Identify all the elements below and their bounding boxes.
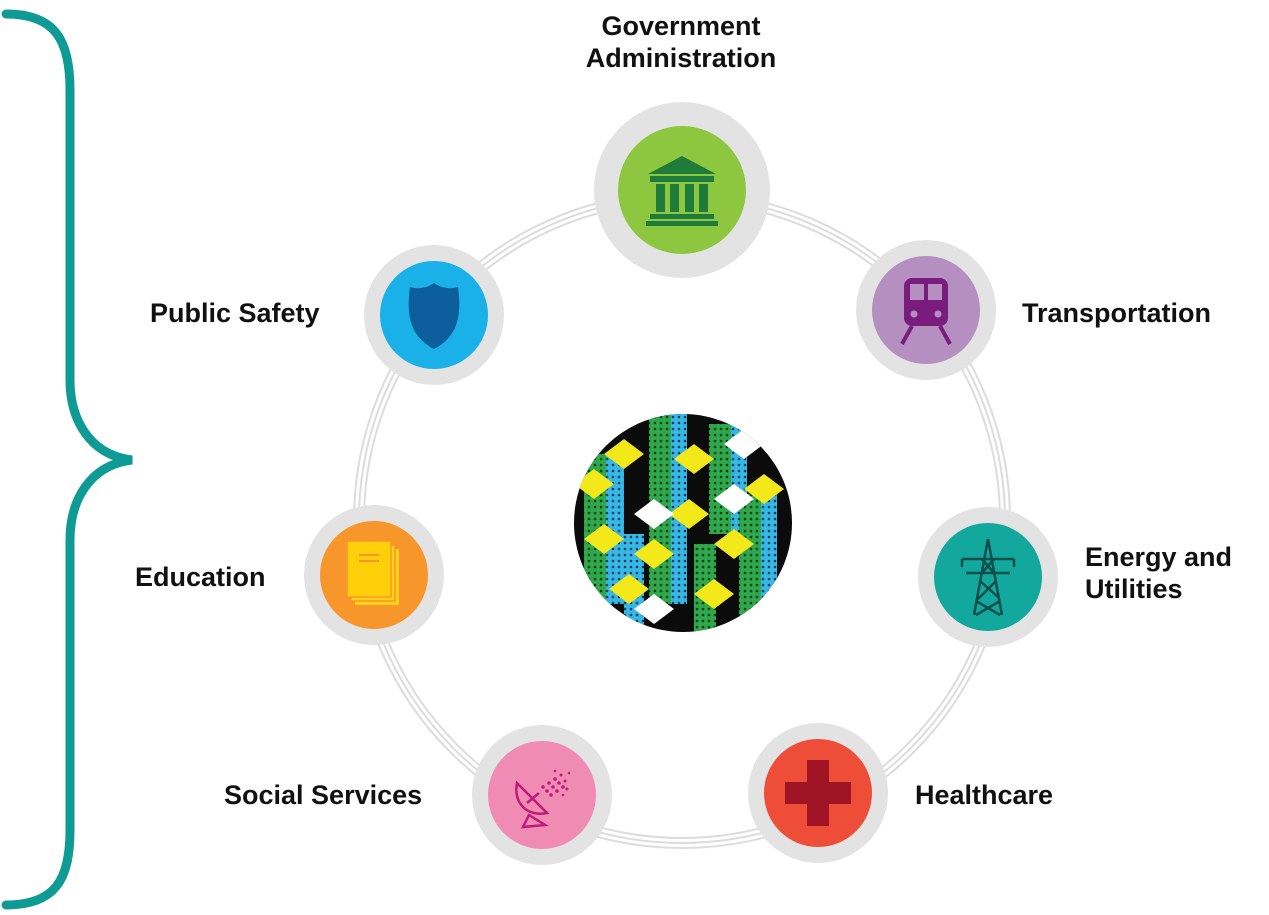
label-social-services: Social Services — [224, 780, 423, 810]
power-tower-icon — [960, 538, 1016, 617]
node-social-services — [472, 725, 612, 865]
social-services-circle — [488, 741, 596, 849]
label-education: Education — [135, 562, 266, 592]
node-public-safety — [364, 245, 504, 385]
label-public-safety: Public Safety — [150, 298, 320, 328]
node-transportation — [856, 240, 996, 380]
city-pattern-icon — [574, 414, 792, 632]
curly-brace-icon — [1, 9, 133, 910]
center-city-graphic — [574, 414, 792, 632]
label-transportation: Transportation — [1022, 298, 1212, 328]
label-energy-line2: Utilities — [1085, 574, 1183, 604]
healthcare-circle — [764, 739, 872, 847]
label-energy: Energy and Utilities — [1085, 541, 1232, 605]
satellite-dish-icon — [515, 769, 571, 829]
label-government-line1: Government — [601, 11, 761, 41]
node-government — [594, 102, 770, 278]
education-circle — [320, 521, 428, 629]
police-badge-icon — [408, 283, 460, 349]
node-energy — [918, 507, 1058, 647]
node-education — [304, 505, 444, 645]
government-building-icon — [646, 156, 718, 226]
public-safety-circle — [380, 261, 488, 369]
books-icon — [346, 540, 399, 605]
label-healthcare: Healthcare — [915, 780, 1054, 810]
transportation-circle — [872, 256, 980, 364]
train-icon — [900, 278, 952, 345]
medical-cross-icon — [785, 760, 851, 826]
label-government: Government Administration — [585, 10, 777, 74]
government-circle — [618, 126, 746, 254]
node-healthcare — [748, 723, 888, 863]
label-energy-line1: Energy and — [1085, 542, 1233, 572]
label-government-line2: Administration — [585, 43, 777, 73]
energy-circle — [934, 523, 1042, 631]
